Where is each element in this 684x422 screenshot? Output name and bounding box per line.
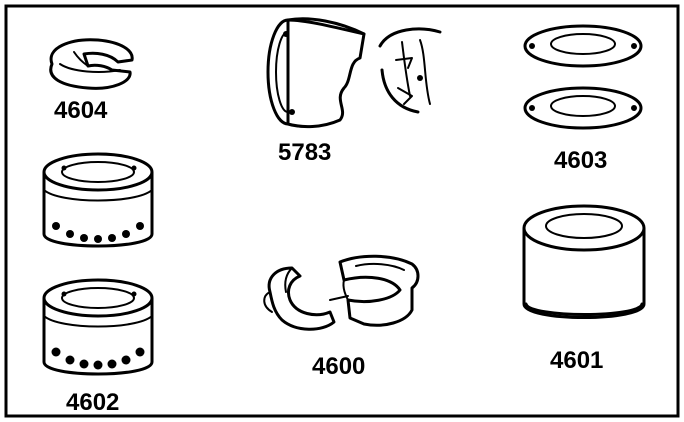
part-label-4603: 4603 [554, 147, 607, 174]
part-label-5783: 5783 [278, 139, 331, 166]
part-label-4600: 4600 [312, 353, 365, 380]
split-housing-cutaway-icon [266, 17, 442, 129]
perforated-bushing-pair-icon [42, 152, 154, 376]
split-collar-halves-icon [263, 254, 420, 331]
flat-washer-pair-icon [523, 24, 643, 130]
part-label-4604: 4604 [54, 97, 108, 124]
diagram-frame [4, 4, 680, 418]
part-label-4601: 4601 [550, 347, 603, 374]
part-label-4602: 4602 [66, 389, 119, 416]
split-retaining-ring-icon [49, 38, 134, 90]
solid-bushing-icon [522, 204, 646, 319]
